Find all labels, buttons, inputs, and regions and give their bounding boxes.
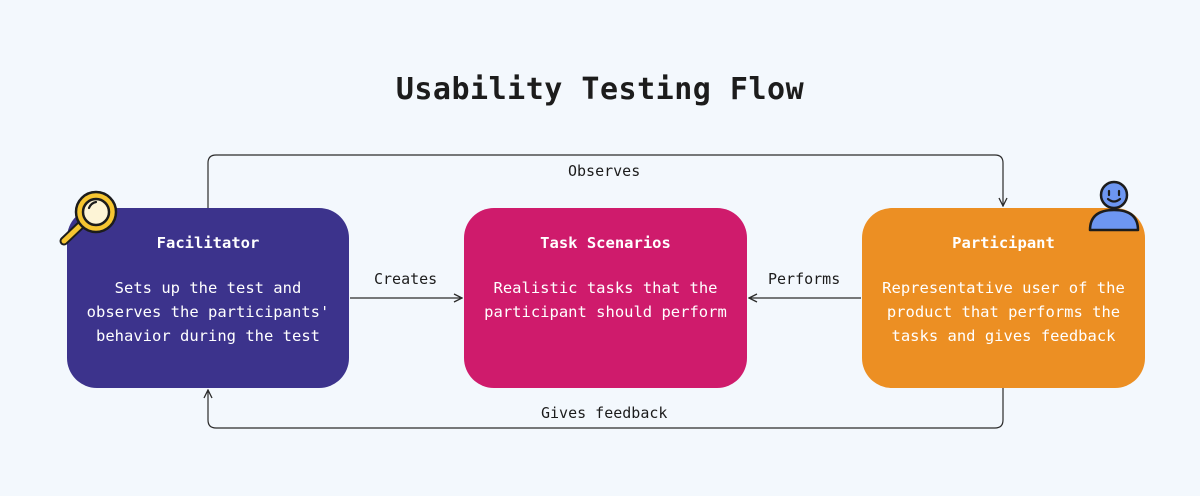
- facilitator-node: Facilitator Sets up the test and observe…: [67, 208, 349, 388]
- gives-feedback-label: Gives feedback: [541, 404, 668, 422]
- diagram-title: Usability Testing Flow: [395, 72, 805, 107]
- facilitator-title: Facilitator: [156, 234, 260, 252]
- participant-title: Participant: [952, 234, 1055, 252]
- observes-label: Observes: [568, 162, 641, 180]
- observes-connector: [207, 154, 1003, 208]
- creates-label: Creates: [374, 270, 438, 288]
- gives-feedback-connector: [208, 388, 1004, 429]
- user-icon: [1088, 180, 1140, 232]
- facilitator-description: Sets up the test and observes the partic…: [86, 279, 330, 345]
- task-scenarios-node: Task Scenarios Realistic tasks that the …: [464, 208, 747, 388]
- participant-node: Participant Representative user of the p…: [862, 208, 1145, 388]
- task-scenarios-title: Task Scenarios: [540, 234, 671, 252]
- performs-label: Performs: [768, 270, 841, 288]
- participant-description: Representative user of the product that …: [882, 279, 1125, 345]
- magnifying-glass-icon: [59, 190, 118, 246]
- task-scenarios-description: Realistic tasks that the participant sho…: [484, 279, 727, 321]
